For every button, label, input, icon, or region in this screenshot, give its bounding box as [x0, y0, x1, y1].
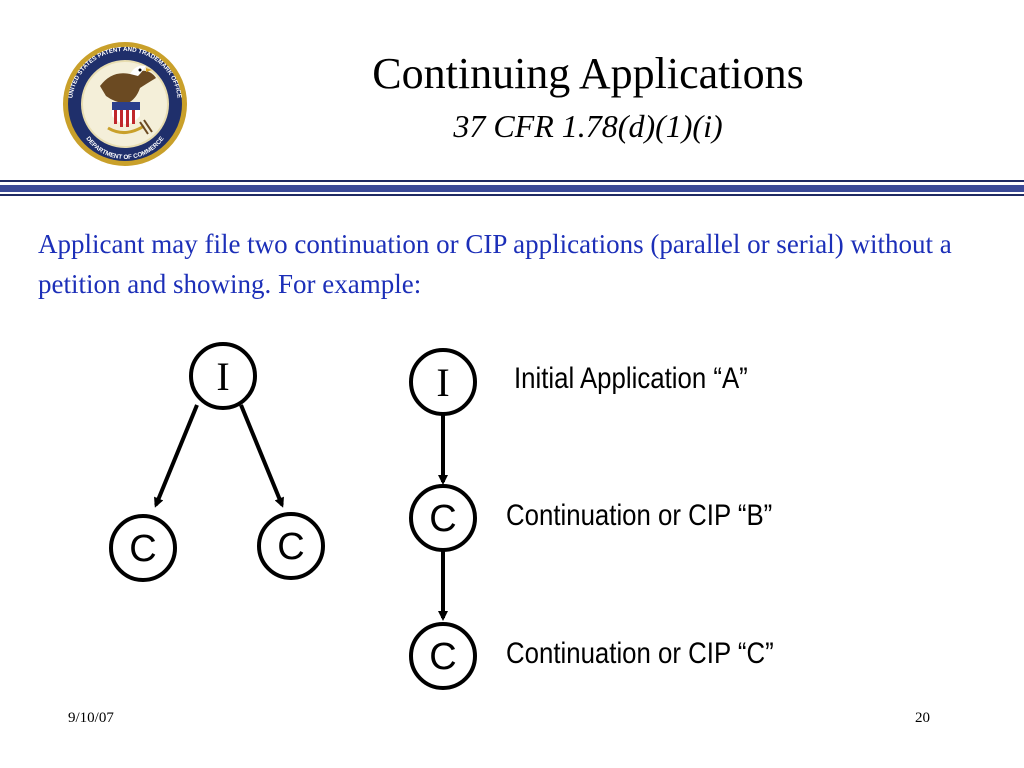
parallel-diagram: I C C	[109, 342, 325, 582]
continuation-diagram: I C C I C C	[109, 342, 477, 690]
uspto-seal-logo: UNITED STATES PATENT AND TRADEMARK OFFIC…	[63, 42, 187, 166]
serial-node-1-label: I	[436, 360, 449, 405]
serial-label-continuation-b: Continuation or CIP “B”	[506, 499, 773, 532]
footer-page-number: 20	[915, 710, 930, 726]
serial-node-1	[409, 348, 477, 416]
parallel-arrow-right	[239, 404, 284, 508]
parallel-arrow-left	[154, 404, 199, 508]
parallel-node-initial-label: I	[216, 354, 229, 399]
parallel-node-right	[257, 512, 325, 580]
parallel-node-right-label: C	[277, 526, 304, 568]
header-rule-top	[0, 180, 1024, 182]
serial-node-3	[409, 622, 477, 690]
slide-title: Continuing Applications	[372, 49, 804, 98]
parallel-node-left-label: C	[129, 528, 156, 570]
serial-label-continuation-c: Continuation or CIP “C”	[506, 637, 774, 670]
serial-label-initial: Initial Application “A”	[514, 362, 748, 395]
parallel-node-initial	[189, 342, 257, 410]
serial-node-2	[409, 484, 477, 552]
serial-node-3-label: C	[429, 636, 456, 678]
serial-node-2-label: C	[429, 498, 456, 540]
header-rule-main	[0, 185, 1024, 192]
header-rule-bottom	[0, 194, 1024, 196]
serial-diagram: I C C	[409, 348, 477, 690]
intro-text: Applicant may file two continuation or C…	[38, 229, 952, 299]
footer-date: 9/10/07	[68, 710, 114, 726]
parallel-node-left	[109, 514, 177, 582]
slide-subtitle: 37 CFR 1.78(d)(1)(i)	[453, 108, 723, 144]
